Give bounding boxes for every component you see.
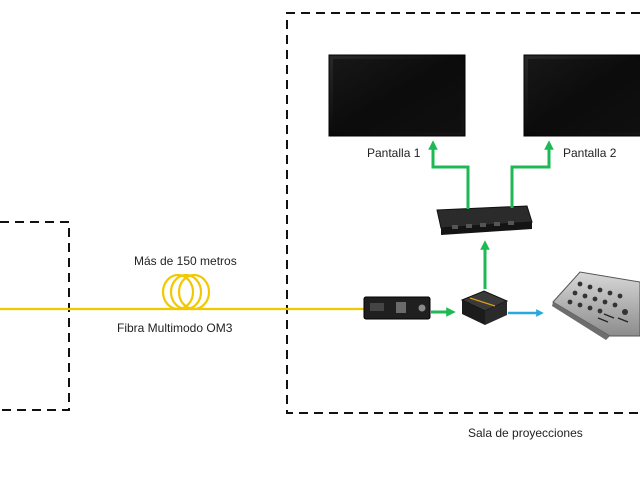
screen-2-label: Pantalla 2 <box>563 146 617 160</box>
audio-extractor <box>460 290 509 325</box>
cable-label: Fibra Multimodo OM3 <box>117 321 233 335</box>
room-label: Sala de proyecciones <box>468 426 583 440</box>
link-splitter-to-screen-2 <box>510 140 554 208</box>
remote-room-boundary <box>0 221 70 411</box>
screen-2 <box>523 54 640 137</box>
fiber-receiver <box>363 296 431 320</box>
hdmi-splitter <box>436 205 533 235</box>
distance-label: Más de 150 metros <box>134 254 237 268</box>
hdmi-links <box>428 140 554 317</box>
audio-mixer <box>552 271 640 340</box>
fiber-coil <box>161 273 211 311</box>
screen-1-label: Pantalla 1 <box>367 146 421 160</box>
link-splitter-to-screen-1 <box>428 140 470 209</box>
screen-1 <box>328 54 466 137</box>
